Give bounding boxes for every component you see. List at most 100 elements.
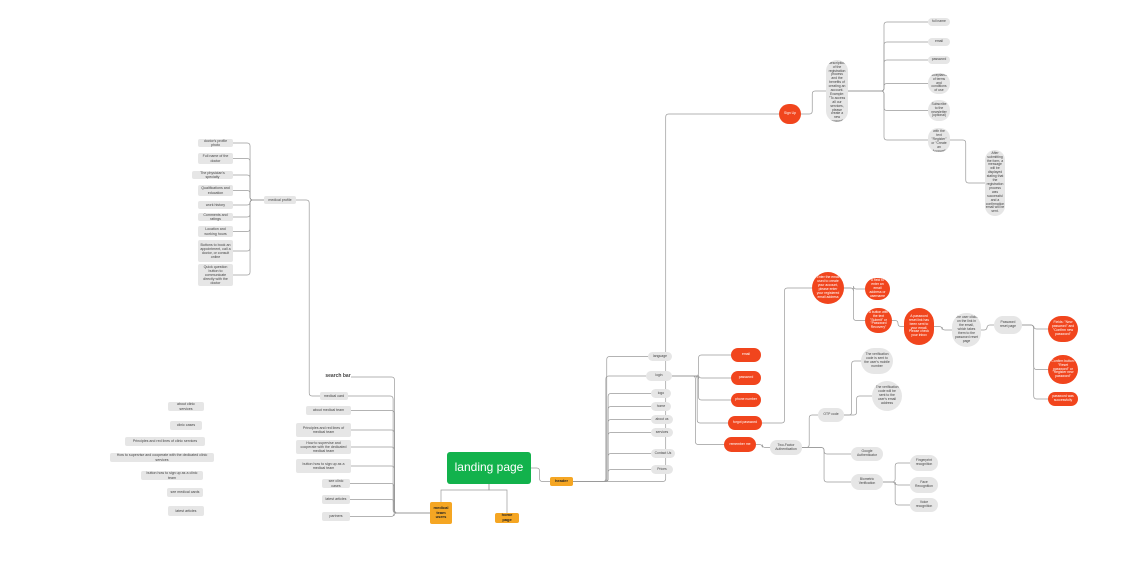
profile-item-booking-buttons: Buttons to book an appointment, call a d… [198, 240, 233, 262]
supervise-node[interactable]: How to supervise and cooperate with the … [296, 440, 351, 454]
connector-line [573, 113, 779, 482]
clinic-item-medical-cards: see medical cards [167, 488, 203, 497]
forgot-new-password-fields: Fields: "New password" and "Confirm new … [1048, 316, 1078, 342]
login-password[interactable]: password [731, 371, 761, 385]
connector-line [573, 469, 651, 482]
landing-page-root[interactable]: landing page [447, 452, 531, 484]
forgot-success: password was successfully [1048, 392, 1078, 406]
connector-line [672, 374, 731, 380]
about-medical-team-node[interactable]: about medical team [306, 406, 351, 415]
connector-line [350, 499, 430, 514]
medical-team-users-node[interactable]: medical team users [430, 502, 452, 524]
header-item-prices[interactable]: Prices [651, 465, 673, 474]
connector-line [844, 287, 865, 321]
connector-line [844, 360, 861, 416]
home-page-node[interactable]: home page [495, 513, 519, 523]
forgot-enter-email-prompt: Enter the email used to create your acco… [812, 272, 844, 304]
sign-up-field-email: email [928, 38, 950, 46]
medical-card-node[interactable]: medical card [320, 392, 348, 400]
connector-line [233, 158, 264, 201]
latest-articles-node[interactable]: latest articles [322, 495, 350, 504]
connector-line [233, 199, 264, 218]
connector-line [350, 483, 430, 514]
header-item-services[interactable]: services [651, 428, 673, 437]
connector-line [348, 395, 430, 514]
connector-line [848, 90, 928, 111]
forgot-send-button: A button with the text "Submit" or "Pass… [865, 308, 892, 333]
profile-item-location: Location and working hours [198, 226, 233, 237]
connector-line [351, 429, 430, 514]
profile-item-quick-question: Quick question button to communicate dir… [198, 264, 233, 286]
connector-line [762, 287, 812, 424]
login-forgot-password[interactable]: forgot password [728, 416, 762, 430]
connector-line [802, 447, 851, 483]
header-item-login[interactable]: login [646, 371, 672, 381]
partners-node[interactable]: partners [322, 512, 350, 521]
connector-line [848, 21, 928, 92]
profile-item-qualifications: Qualifications and education [198, 185, 233, 196]
sign-up-field-full-name: full name [928, 18, 950, 26]
search-bar-node[interactable]: search bar [325, 368, 351, 386]
connector-line [672, 354, 731, 377]
connector-line [802, 414, 818, 448]
profile-item-full-name: Full name of the doctor [198, 153, 233, 164]
connector-line [351, 410, 430, 514]
clinic-item-latest-articles: latest articles [168, 506, 204, 516]
connector-line [672, 375, 731, 401]
medical-profile-node[interactable]: medical profile [264, 196, 296, 204]
connector-line [573, 406, 651, 482]
login-phone-number[interactable]: phone number [731, 393, 761, 407]
clinic-item-principles: Principles and red lines of clinic servi… [125, 437, 205, 446]
biometric-voice: Voice recognition [910, 498, 938, 512]
connector-line [1022, 324, 1048, 370]
sign-up-field-password: password [928, 56, 950, 64]
connector-line [233, 190, 264, 201]
forgot-user-clicks-link: The user clicks on the link in the email… [952, 313, 981, 347]
sign-up-node[interactable]: Sign Up [779, 104, 801, 124]
connector-line [573, 432, 651, 482]
connector-line [672, 375, 728, 424]
connector-line [672, 375, 724, 445]
login-email[interactable]: email [731, 348, 761, 362]
header-item-home[interactable]: home [651, 402, 671, 411]
sign-up-after-message: After submitting the form, a message wil… [985, 150, 1005, 216]
connector-line [350, 512, 430, 517]
header-node[interactable]: header [550, 477, 573, 486]
sign-up-register-button-note: A button with the text "Register" or "Cr… [928, 128, 950, 152]
clinic-item-sign-up: button how to sign up as a clinic team [141, 471, 203, 480]
forgot-sent-notice: A password reset link has been sent to y… [904, 308, 934, 345]
connector-line [801, 90, 826, 115]
biometric-fingerprint: Fingerprint recognition [910, 455, 938, 471]
connector-line [573, 453, 651, 482]
connector-line [233, 199, 264, 276]
otp-code-node: OTP code [818, 408, 844, 422]
connector-line [233, 199, 264, 206]
connector-line [440, 484, 490, 502]
login-remember-me[interactable]: remember me [724, 437, 756, 452]
connector-line [848, 90, 928, 141]
connector-line [351, 376, 430, 514]
connector-line [351, 465, 430, 514]
connector-line [848, 83, 928, 92]
two-factor-auth-node: Two-Factor Authentication [770, 440, 802, 455]
otp-email-node: The verification code will be sent to th… [872, 381, 902, 411]
header-item-logo[interactable]: logo [651, 389, 671, 398]
connector-line [981, 324, 994, 331]
header-item-language[interactable]: language [648, 352, 672, 361]
header-item-about-us[interactable]: about us [651, 415, 673, 424]
forgot-confirm-button: Confirm button: "Reset password" or "Reg… [1048, 355, 1078, 384]
connector-line [892, 320, 904, 327]
success-stories-node[interactable]: see clinic cases [322, 479, 350, 488]
connector-line [844, 395, 872, 416]
biometric-face: Face Recognition [910, 477, 938, 493]
connector-line [950, 139, 985, 184]
sign-up-medical-team-node[interactable]: button how to sign up as a medical team [296, 459, 351, 473]
connector-line [233, 142, 264, 201]
header-item-contact-us[interactable]: Contact Us [651, 449, 675, 458]
clinic-item-cases: clinic cases [170, 421, 202, 430]
principles-node[interactable]: Principles and red lines of medical team [296, 423, 351, 437]
google-authenticator-node: Google Authenticator [851, 447, 883, 461]
sign-up-field-newsletter: Subscribe to the newsletter (optional) [928, 100, 950, 121]
